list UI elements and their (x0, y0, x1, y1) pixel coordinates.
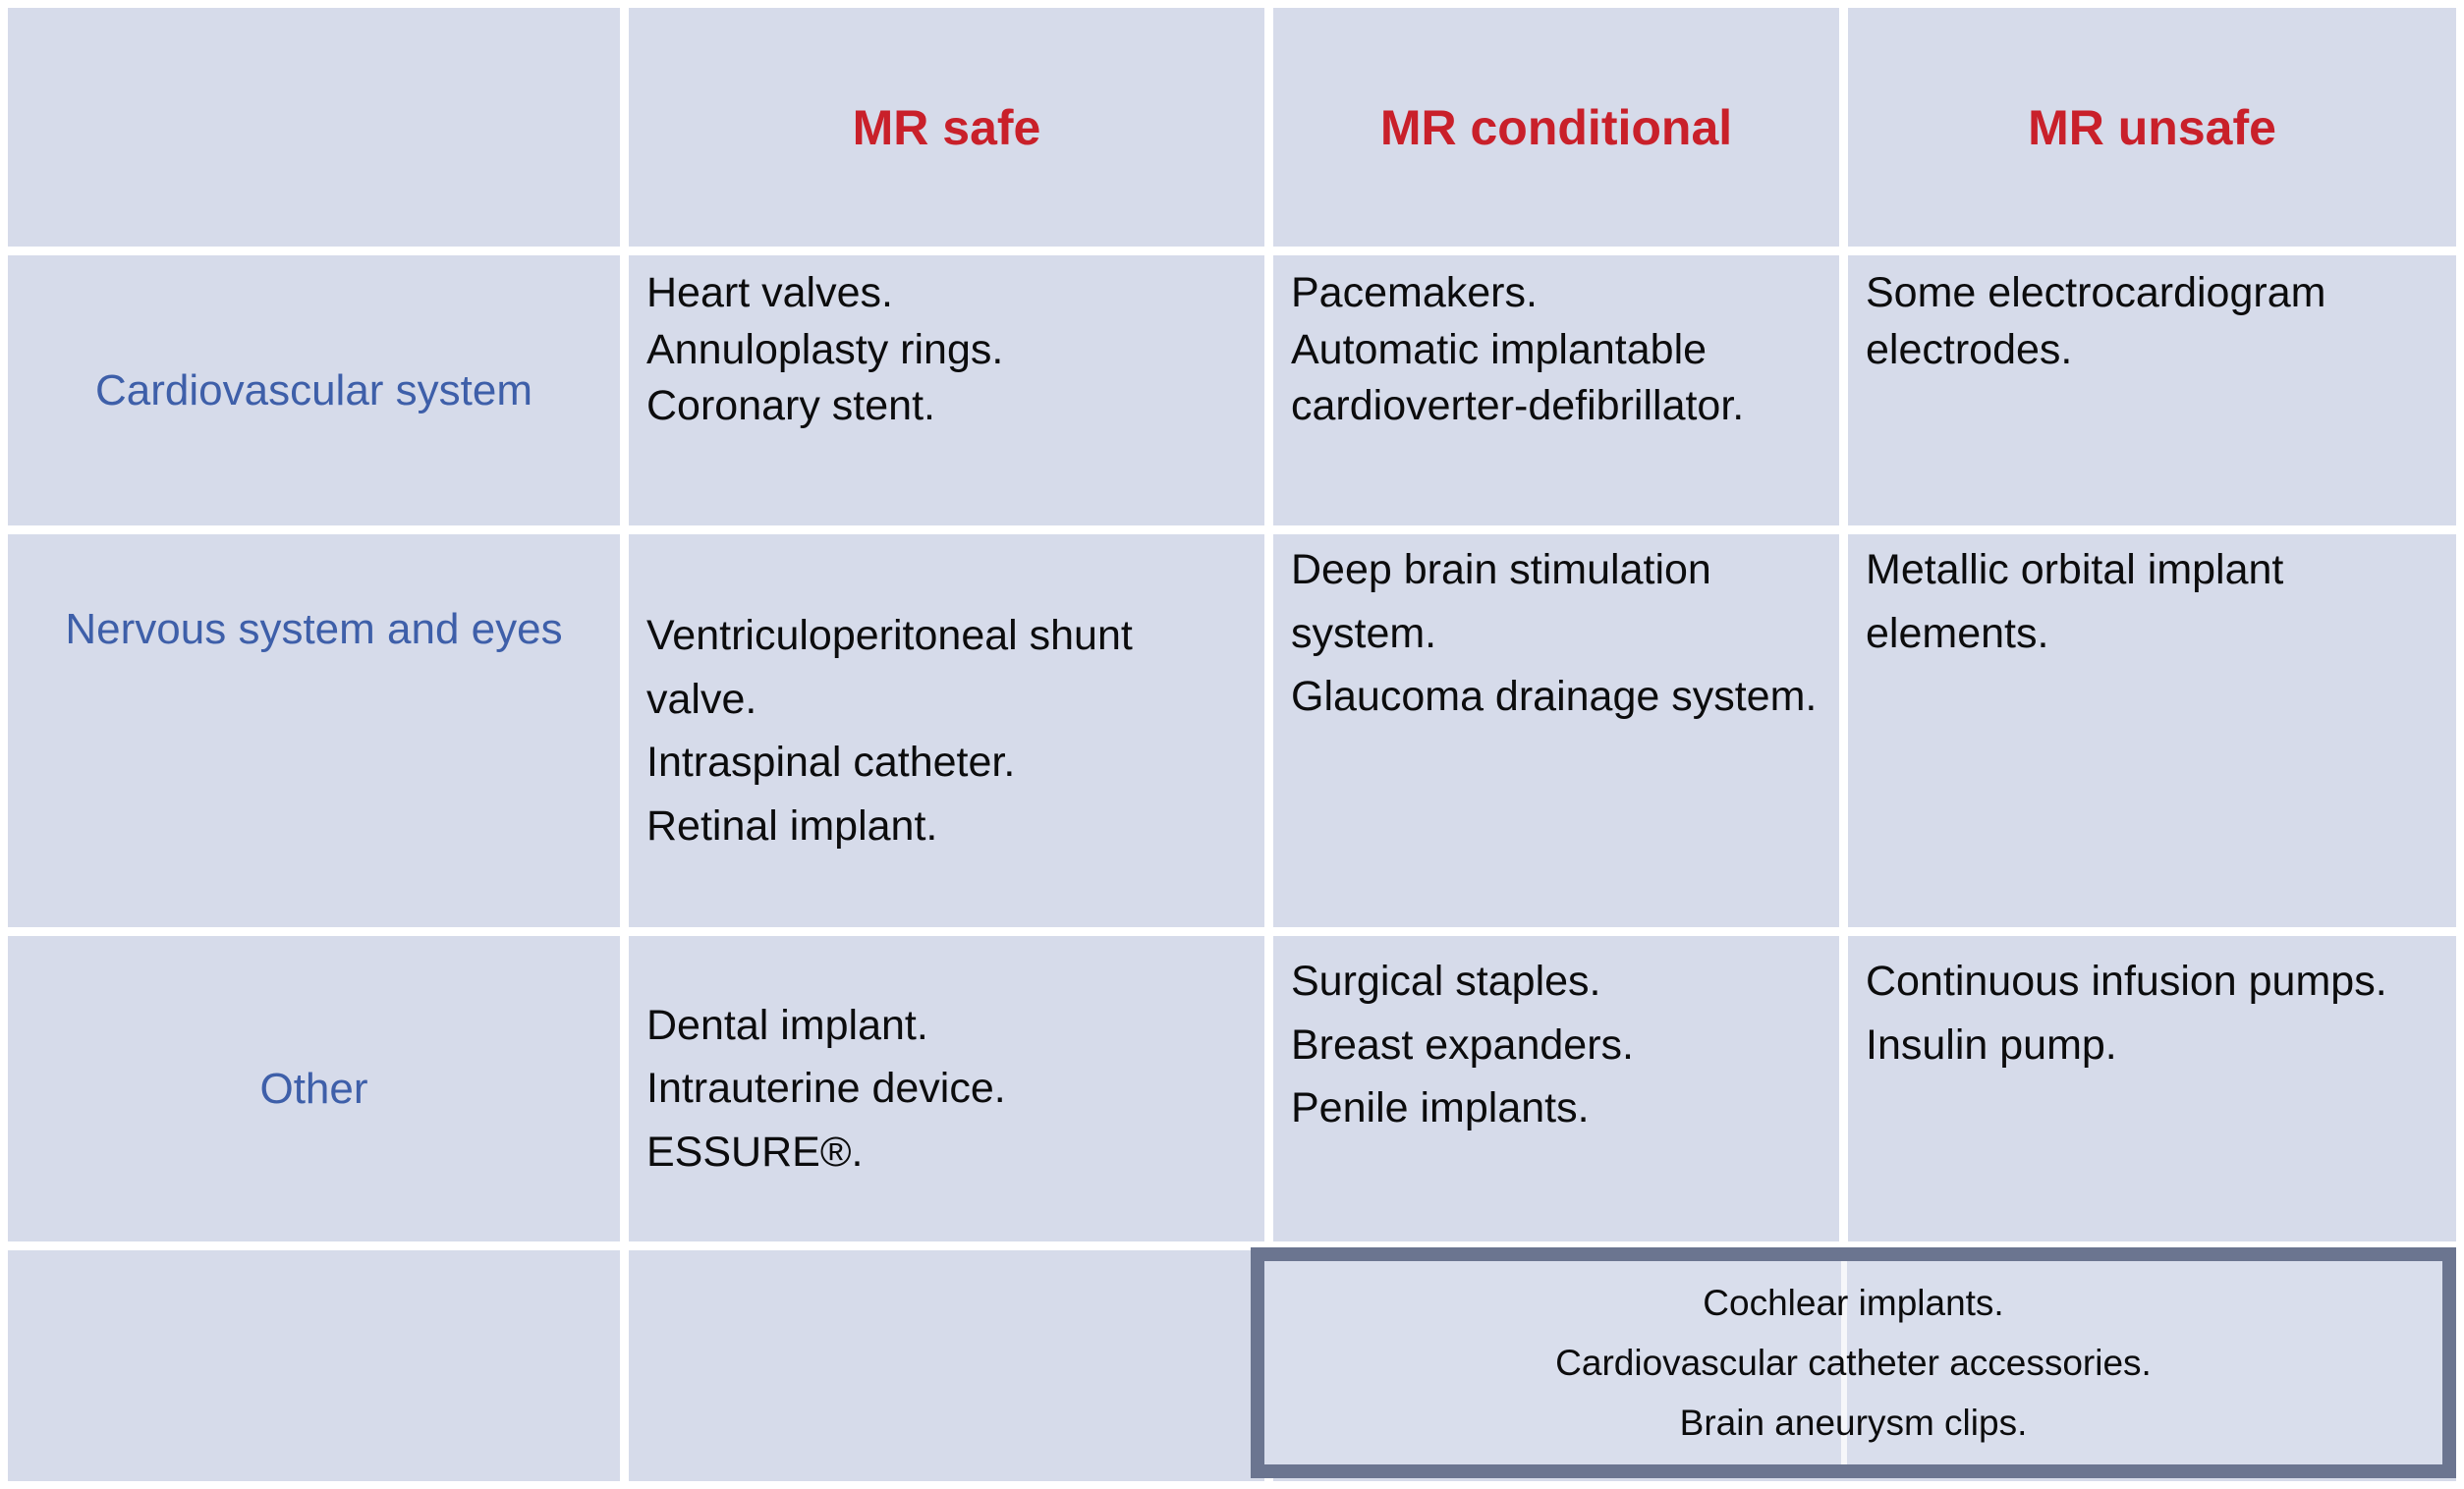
cell-item: Intraspinal catheter. (646, 739, 1016, 786)
cell-other-mr-conditional: Surgical staples. Breast expanders. Penile… (1273, 936, 1839, 1241)
cell-item: Coronary stent. (646, 382, 935, 430)
column-header-label: MR unsafe (2028, 99, 2276, 155)
cell-item: ESSURE®. (646, 1128, 864, 1176)
column-header-label: MR safe (852, 99, 1041, 155)
column-header-label: MR conditional (1379, 99, 1733, 155)
column-header-mr-conditional: MR conditional (1273, 8, 1839, 247)
cell-item: Cardiovascular catheter accessories. (1555, 1342, 2152, 1383)
row-label-text: Other (259, 1064, 368, 1113)
cell-item: Annuloplasty rings. (646, 325, 1004, 373)
cell-nervous-mr-safe: Ventriculoperitoneal shunt valve. Intrasp… (629, 534, 1264, 927)
row-label-text: Nervous system and eyes (65, 605, 563, 653)
cell-item: Intrauterine device. (646, 1065, 1006, 1113)
bottom-empty-cell-labels (8, 1250, 620, 1481)
row-label-text: Cardiovascular system (94, 365, 533, 414)
cell-item: Deep brain stimulation system. (1291, 546, 1711, 657)
cell-item: Ventriculoperitoneal shunt valve. (646, 612, 1133, 723)
cell-nervous-mr-unsafe: Metallic orbital implant elements. (1848, 534, 2456, 927)
cell-item: Some electrocardiogram electrodes. (1866, 269, 2326, 373)
footer-span-cell: Cochlear implants. Cardiovascular cathete… (1251, 1247, 2456, 1481)
bottom-empty-cell-mr-safe (629, 1250, 1264, 1481)
cell-item: Metallic orbital implant elements. (1866, 546, 2284, 657)
footer-highlight-box: Cochlear implants. Cardiovascular cathete… (1251, 1247, 2456, 1478)
corner-cell (8, 8, 620, 247)
column-header-mr-unsafe: MR unsafe (1848, 8, 2456, 247)
cell-cardiovascular-mr-conditional: Pacemakers. Automatic implantable cardiov… (1273, 255, 1839, 525)
cell-item: Continuous infusion pumps. (1866, 958, 2387, 1005)
cell-item: Pacemakers. (1291, 269, 1538, 316)
row-label-nervous-system-and-eyes: Nervous system and eyes (8, 534, 620, 927)
cell-item: Cochlear implants. (1703, 1282, 2004, 1323)
column-divider-line (1841, 1261, 1847, 1464)
row-label-cardiovascular-system: Cardiovascular system (8, 255, 620, 525)
cell-item: Penile implants. (1291, 1084, 1590, 1131)
cell-item: Breast expanders. (1291, 1020, 1634, 1069)
cell-item: Brain aneurysm clips. (1679, 1403, 2028, 1444)
footer-box-items: Cochlear implants. Cardiovascular cathete… (1264, 1273, 2442, 1453)
cell-item: Heart valves. (646, 269, 893, 316)
cell-other-mr-safe: Dental implant. Intrauterine device. ESSUR… (629, 936, 1264, 1241)
cell-item: Surgical staples. (1291, 958, 1601, 1005)
cell-item: Glaucoma drainage system. (1291, 673, 1818, 720)
column-header-mr-safe: MR safe (629, 8, 1264, 247)
cell-item: Insulin pump. (1866, 1020, 2117, 1069)
row-label-other: Other (8, 936, 620, 1241)
cell-item: Retinal implant. (646, 801, 938, 850)
cell-other-mr-unsafe: Continuous infusion pumps. Insulin pump. (1848, 936, 2456, 1241)
cell-item: Automatic implantable cardioverter-defib… (1291, 325, 1745, 430)
cell-nervous-mr-conditional: Deep brain stimulation system. Glaucoma d… (1273, 534, 1839, 927)
cell-item: Dental implant. (646, 1001, 928, 1049)
cell-cardiovascular-mr-safe: Heart valves. Annuloplasty rings. Coronary… (629, 255, 1264, 525)
cell-cardiovascular-mr-unsafe: Some electrocardiogram electrodes. (1848, 255, 2456, 525)
